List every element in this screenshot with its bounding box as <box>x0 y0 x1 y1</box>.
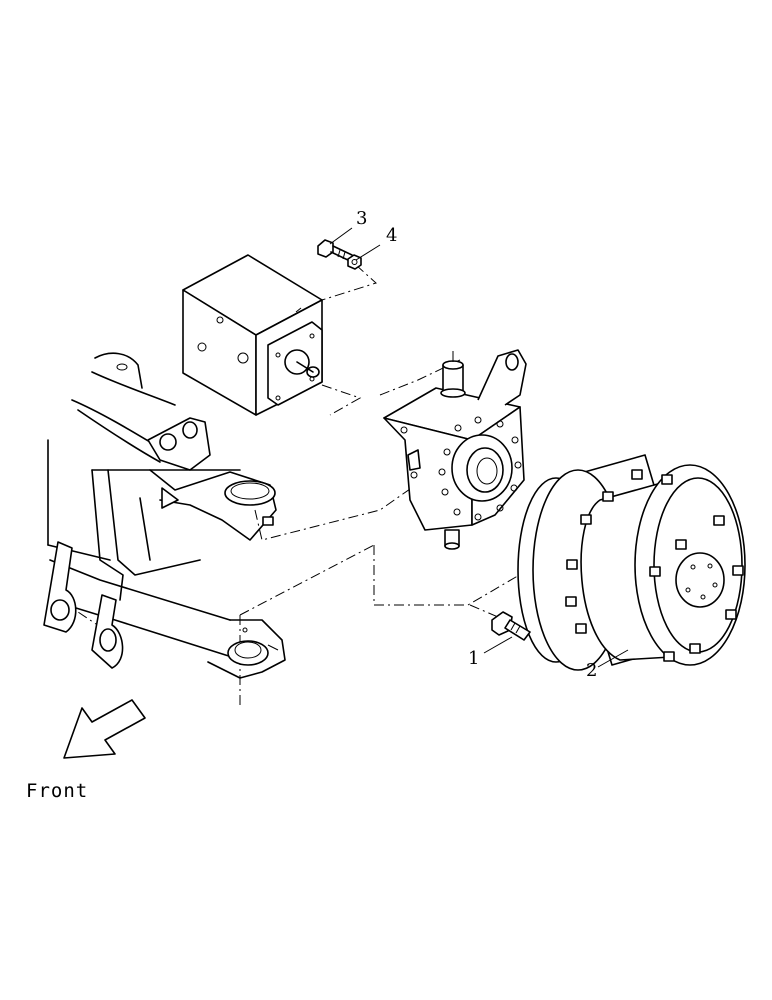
bolt-part-3 <box>317 239 353 262</box>
callout-1: 1 <box>468 648 480 669</box>
bolt-part-1 <box>491 611 531 641</box>
front-direction-arrow-icon <box>63 699 146 759</box>
valve-block <box>182 254 323 416</box>
final-drive-part-2 <box>517 454 746 671</box>
chassis-frame <box>43 352 286 679</box>
knuckle-bolt-holes <box>438 416 522 521</box>
leader-lines <box>329 227 629 668</box>
callout-4: 4 <box>386 225 398 246</box>
knuckle-housing <box>383 349 527 550</box>
callout-3: 3 <box>356 208 368 229</box>
nut-part-4 <box>347 254 362 270</box>
hub-bolt-heads <box>565 469 744 662</box>
front-label: Front <box>26 780 89 802</box>
callout-2: 2 <box>586 660 598 681</box>
